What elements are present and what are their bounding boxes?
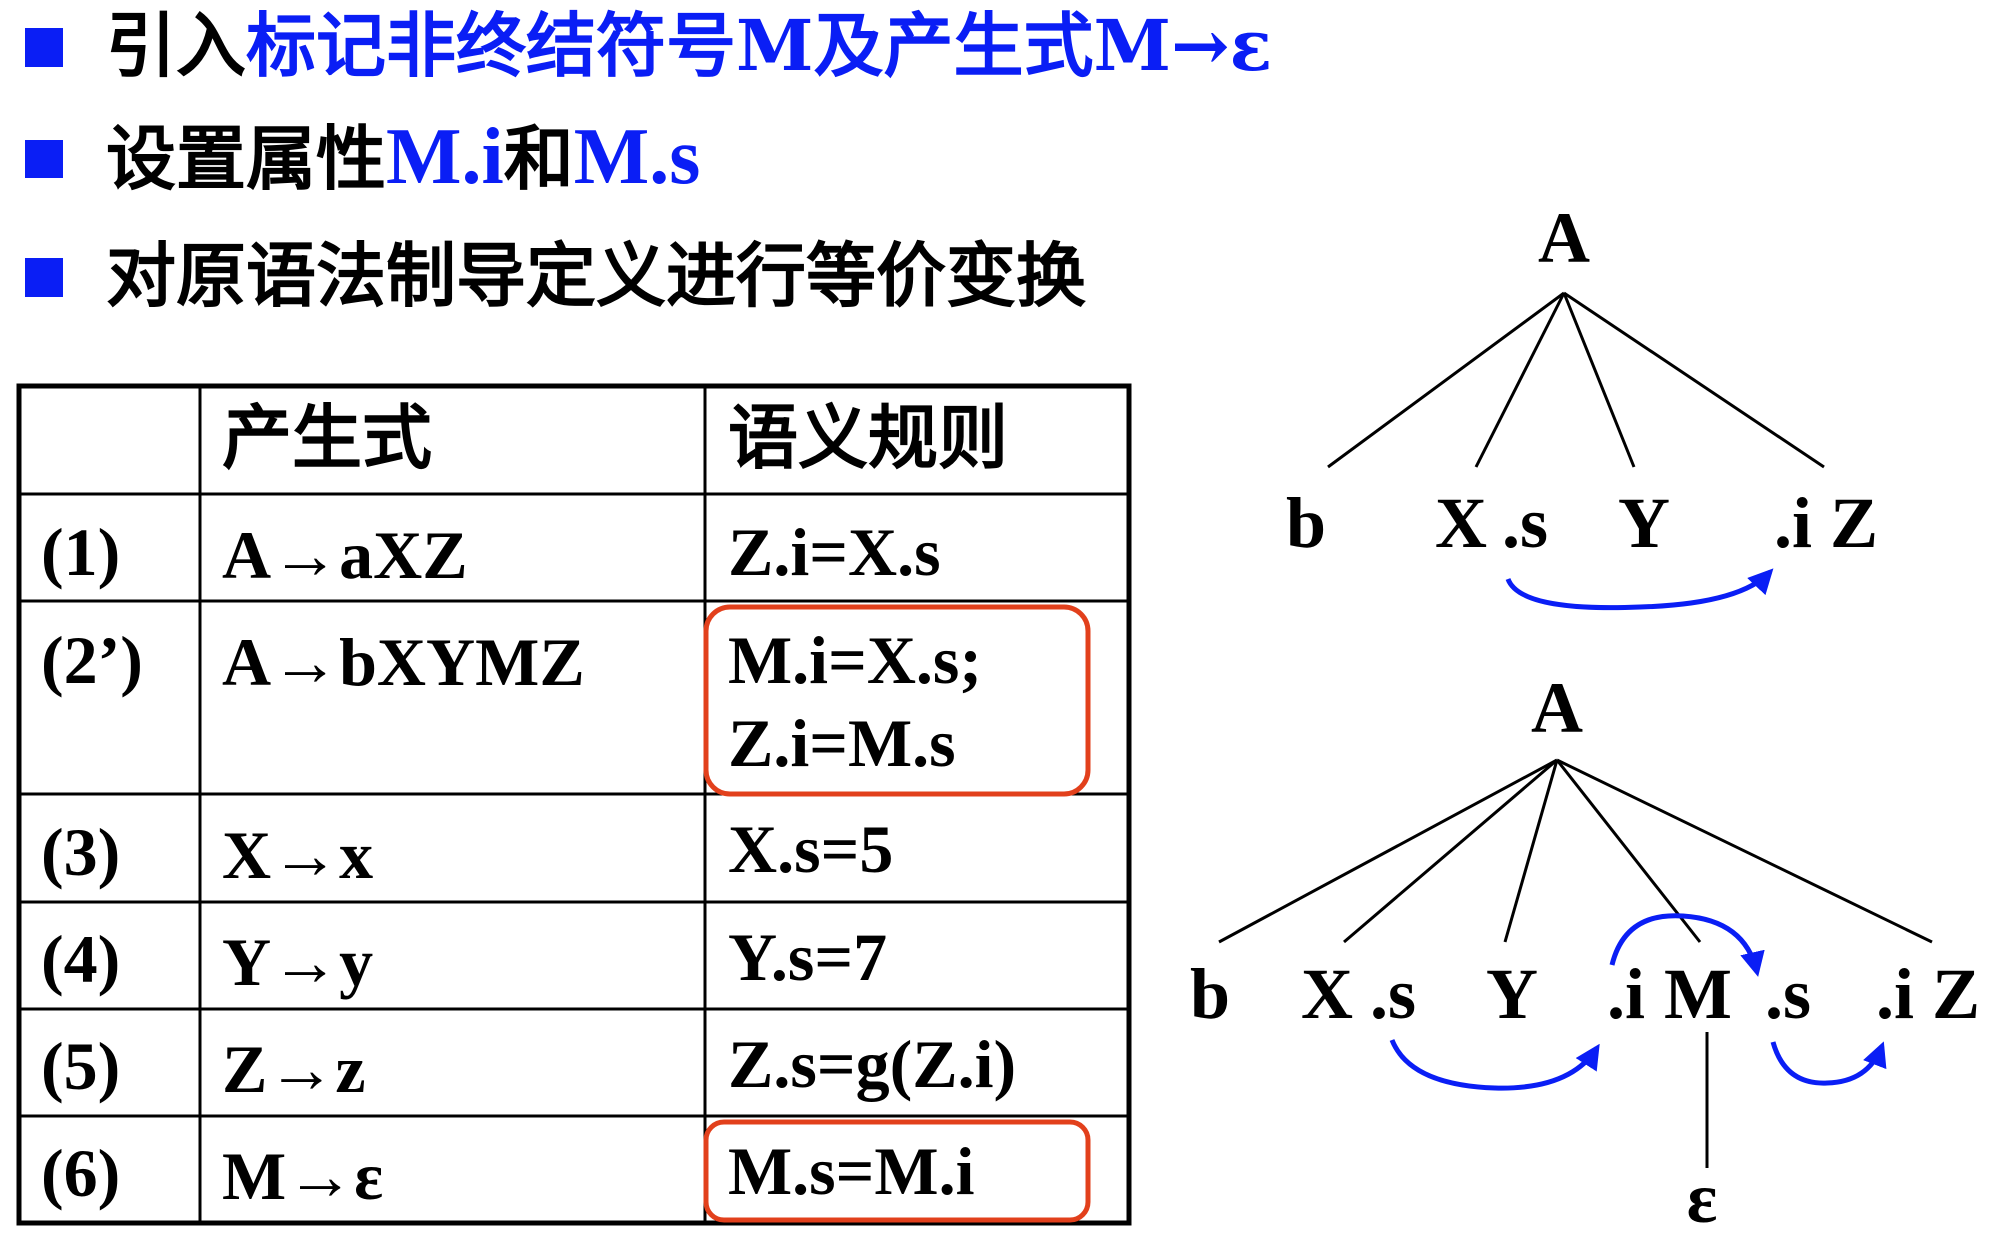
row-rule: Z.i=X.s [728, 514, 941, 590]
square-bullet-icon [25, 28, 63, 67]
sdd-table: 产生式 语义规则 (1) A→aXZ Z.i=X.s (2’) A→bXYMZ … [16, 383, 1132, 1226]
dependency-arrow [1389, 1039, 1600, 1091]
parse-tree-2: A b X .s Y .i M .s .i Z ε [1190, 668, 1980, 1234]
highlight-box-rule-2 [703, 604, 1091, 797]
row-rule: X.s=5 [728, 811, 893, 887]
bullet-1-prefix: 引入 [106, 4, 246, 87]
tree2-attr-mi: .i [1607, 954, 1645, 1034]
row-rule: Z.i=M.s [728, 705, 956, 781]
tree2-leaf-y: Y [1486, 954, 1538, 1034]
parse-tree-1: A b X .s Y .i Z [1286, 198, 1878, 611]
tree1-leaf-x: X [1435, 483, 1487, 563]
row-production: A→aXZ [222, 517, 468, 593]
tree2-leaf-z: Z [1932, 954, 1980, 1034]
row-num: (1) [41, 514, 120, 590]
bullet-2-mi: M.i [386, 113, 504, 201]
row-rule: M.i=X.s; [728, 622, 982, 698]
tree2-epsilon: ε [1687, 1158, 1718, 1234]
row-num: (3) [41, 814, 120, 890]
bullet-1: 引入标记非终结符号M及产生式M→ε [106, 4, 1272, 87]
row-num: (4) [41, 921, 120, 997]
tree1-leaf-b: b [1286, 483, 1326, 563]
tree2-leaf-x: X [1301, 954, 1353, 1034]
row-production: X→x [222, 817, 373, 893]
tree2-attr-zi: .i [1876, 954, 1914, 1034]
tree2-attr-xs: .s [1370, 954, 1416, 1034]
row-production: Y→y [222, 924, 373, 1000]
row-production: Z→z [222, 1031, 366, 1107]
tree1-root: A [1538, 198, 1590, 278]
tree1-leaf-z: Z [1830, 483, 1878, 563]
dependency-arrow [1770, 1041, 1887, 1086]
bullet-2-prefix: 设置属性 [106, 117, 386, 200]
row-rule: Z.s=g(Z.i) [728, 1026, 1016, 1102]
row-num: (6) [41, 1135, 120, 1211]
square-bullet-icon [25, 140, 63, 178]
tree1-attr-xs: .s [1502, 483, 1548, 563]
tree2-attr-ms: .s [1765, 954, 1811, 1034]
row-rule: M.s=M.i [728, 1133, 974, 1209]
header-semantic-rules: 语义规则 [728, 396, 1008, 479]
tree2-leaf-b: b [1190, 954, 1230, 1034]
bullet-2-ms: M.s [574, 113, 701, 201]
bullet-3: 对原语法制导定义进行等价变换 [106, 234, 1086, 317]
row-production: A→bXYMZ [222, 624, 585, 700]
bullet-2: 设置属性M.i和M.s [106, 113, 700, 201]
bullet-2-middle: 和 [504, 117, 574, 200]
header-production: 产生式 [222, 396, 432, 479]
row-num: (5) [41, 1028, 120, 1104]
dependency-arrow [1505, 568, 1774, 611]
tree1-leaf-y: Y [1618, 483, 1670, 563]
bullet-1-highlight: 标记非终结符号M及产生式M→ε [246, 4, 1272, 87]
square-bullet-icon [25, 258, 63, 297]
row-num: (2’) [41, 622, 143, 698]
tree2-leaf-m: M [1664, 954, 1732, 1034]
tree2-root: A [1531, 668, 1583, 748]
row-production: M→ε [222, 1138, 383, 1214]
dependency-arrow [1609, 913, 1765, 977]
row-rule: Y.s=7 [728, 919, 887, 995]
highlight-box-rule-6 [703, 1119, 1091, 1223]
tree1-attr-zi: .i [1774, 483, 1812, 563]
